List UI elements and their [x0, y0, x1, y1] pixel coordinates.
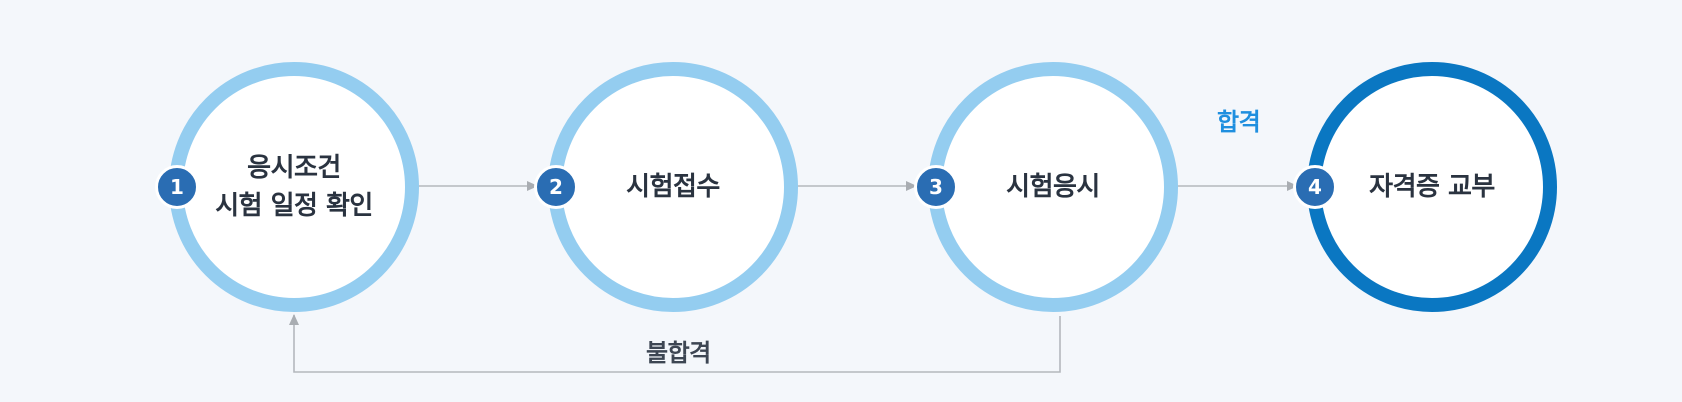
- step-number-badge: 1: [155, 165, 199, 209]
- step-number-badge: 4: [1293, 165, 1337, 209]
- step-number-badge: 3: [914, 165, 958, 209]
- step-certificate-issue: 자격증 교부: [1307, 62, 1557, 312]
- step-label: 응시조건 시험 일정 확인: [215, 153, 373, 221]
- step-label: 자격증 교부: [1369, 172, 1495, 202]
- step-label: 시험접수: [626, 172, 720, 202]
- step-take-exam: 시험응시: [928, 62, 1178, 312]
- step-check-conditions: 응시조건 시험 일정 확인: [169, 62, 419, 312]
- pass-label: 합격: [1217, 108, 1261, 136]
- step-label: 시험응시: [1006, 172, 1100, 202]
- step-number-badge: 2: [534, 165, 578, 209]
- fail-return-arrow: [289, 314, 1061, 373]
- fail-label: 불합격: [646, 339, 711, 367]
- step-exam-registration: 시험접수: [548, 62, 798, 312]
